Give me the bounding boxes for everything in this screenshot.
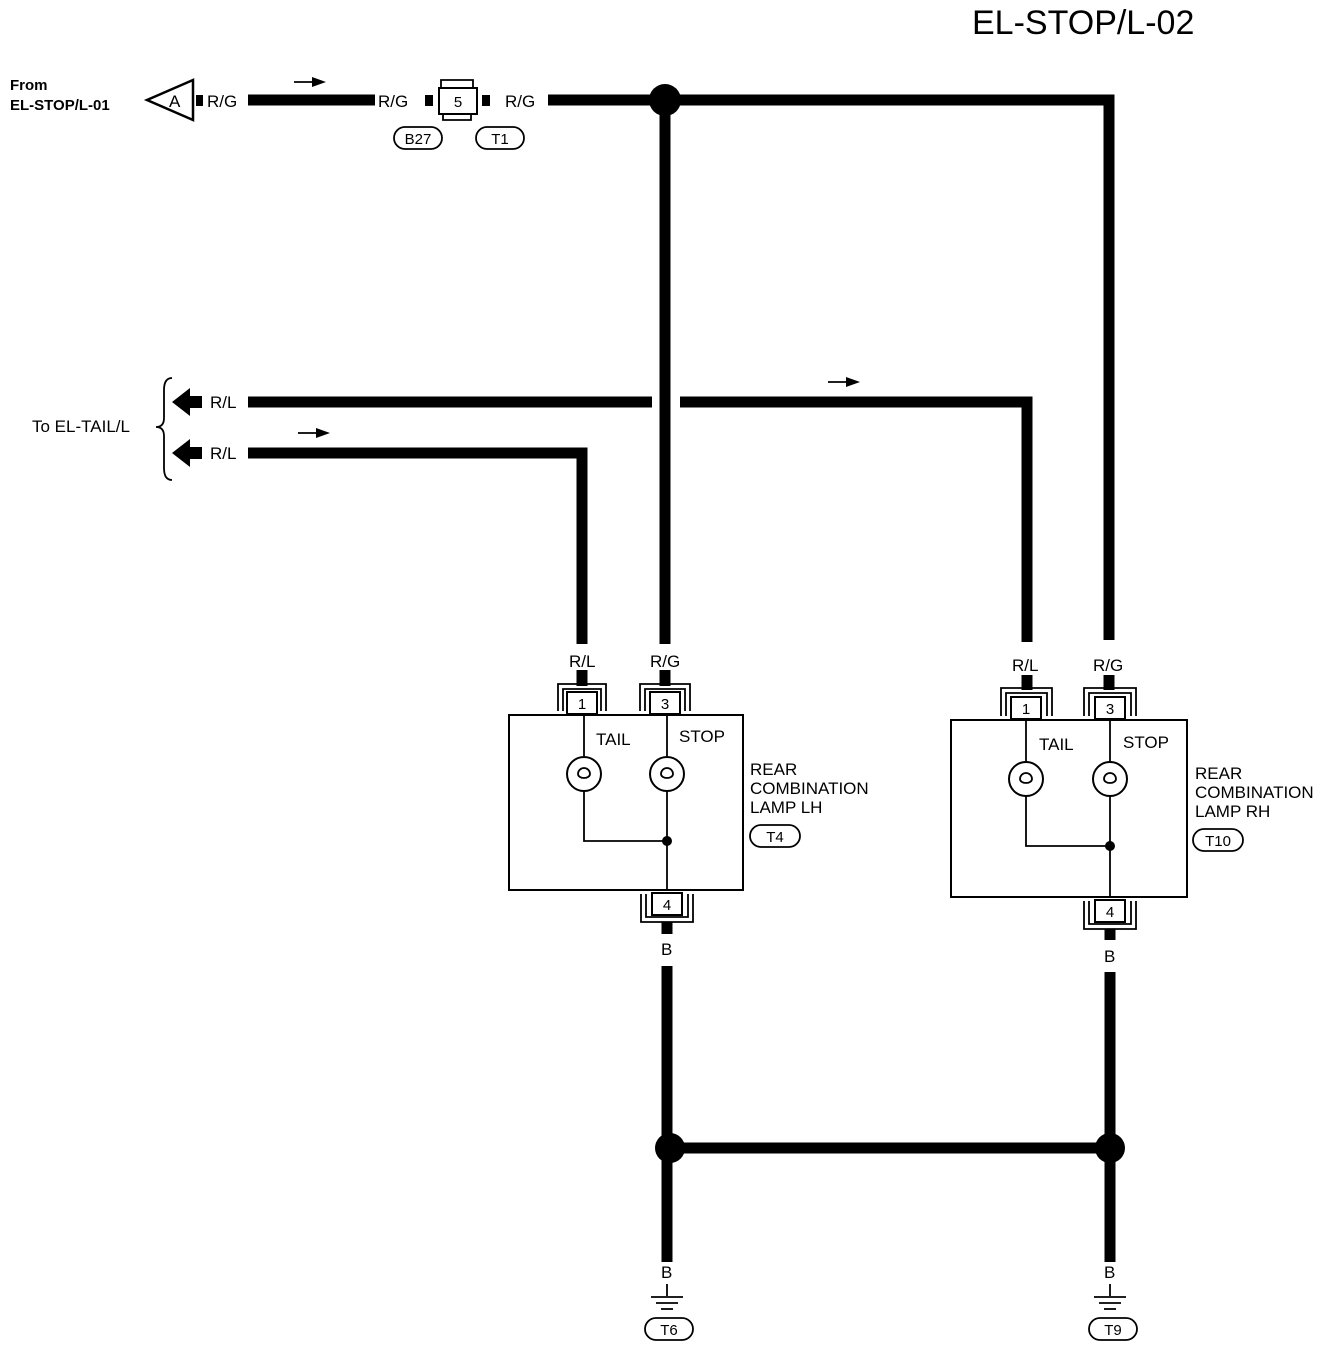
wire-color-rl-lh-pin1: R/L <box>569 652 595 671</box>
wire-color-b-ground-right: B <box>1104 1263 1115 1282</box>
tail-destination-label: To EL-TAIL/L <box>32 417 130 436</box>
lamp-lh-name-1: REAR <box>750 760 797 779</box>
ground-left-icon <box>651 1284 683 1310</box>
wire-color-rg-t1: R/G <box>505 92 535 111</box>
flow-arrow-icon <box>294 77 326 87</box>
wire-rg-to-rh <box>548 94 1115 640</box>
lamp-lh-connector-id-label: T4 <box>766 829 784 846</box>
rh-bulb-tail-label: TAIL <box>1039 735 1074 754</box>
joint-connector-pin: 5 <box>454 94 462 111</box>
wire-color-b-lh: B <box>661 940 672 959</box>
lamp-rh-connector-id-label: T10 <box>1205 833 1231 850</box>
rh-pin-1: 1 <box>1022 701 1030 718</box>
lh-pin-4: 4 <box>663 897 671 914</box>
wire-color-rg-rh-pin3: R/G <box>1093 656 1123 675</box>
tail-lh-feed-arrow-icon <box>172 439 202 467</box>
wire-color-rg-lh-pin3: R/G <box>650 652 680 671</box>
wire-color-rl-lh-feed: R/L <box>210 444 236 463</box>
connector-id-b27: B27 <box>393 126 443 150</box>
lamp-rh-name-1: REAR <box>1195 764 1242 783</box>
rh-pin-4: 4 <box>1106 904 1114 921</box>
lamp-rh-name-2: COMBINATION <box>1195 783 1314 802</box>
tail-rh-feed-arrow-icon <box>172 388 202 416</box>
lh-bulb-stop-label: STOP <box>679 727 725 746</box>
rh-tail-bulb-icon <box>1008 761 1044 797</box>
from-label: From <box>10 77 48 94</box>
ground-right-id-label: T9 <box>1104 1322 1122 1339</box>
flow-arrow-icon <box>298 428 330 438</box>
splice-ground-left <box>655 1133 685 1163</box>
lamp-rh-connector-id: T10 <box>1192 828 1244 852</box>
wire-color-b-ground-left: B <box>661 1263 672 1282</box>
page-title: EL-STOP/L-02 <box>972 4 1194 42</box>
from-reference: EL-STOP/L-01 <box>10 97 110 114</box>
wire-color-rl-rh-feed: R/L <box>210 393 236 412</box>
connector-id-b27-label: B27 <box>405 131 432 148</box>
lamp-lh-connector-id: T4 <box>749 824 801 848</box>
wire-color-rl-rh-pin1: R/L <box>1012 656 1038 675</box>
rh-pin-3: 3 <box>1106 701 1114 718</box>
lamp-lh-name-3: LAMP LH <box>750 798 822 817</box>
rh-stop-bulb-icon <box>1092 761 1128 797</box>
splice-ground-right <box>1095 1133 1125 1163</box>
wire-rl-feed-lh <box>248 447 588 644</box>
lh-pin-1: 1 <box>578 696 586 713</box>
lh-pin-3: 3 <box>661 696 669 713</box>
source-connector-a: A <box>143 78 203 122</box>
connector-id-t1-label: T1 <box>491 131 509 148</box>
wire-color-rg-source: R/G <box>207 92 237 111</box>
ground-left-id-label: T6 <box>660 1322 678 1339</box>
rh-bulb-stop-label: STOP <box>1123 733 1169 752</box>
flow-arrow-icon <box>828 377 860 387</box>
lamp-rh-name-3: LAMP RH <box>1195 802 1270 821</box>
lamp-lh-name-2: COMBINATION <box>750 779 869 798</box>
ground-right-icon <box>1094 1284 1126 1310</box>
wire-color-b-rh: B <box>1104 947 1115 966</box>
ground-right-id: T9 <box>1088 1317 1138 1341</box>
lh-stop-bulb-icon <box>649 756 685 792</box>
joint-connector-b27-t1: 5 <box>425 79 490 121</box>
connector-id-t1: T1 <box>475 126 525 150</box>
tail-destination-brace <box>155 377 173 481</box>
wire-color-rg-b27: R/G <box>378 92 408 111</box>
wire-rl-feed-rh-b <box>680 396 1033 642</box>
ground-left-id: T6 <box>644 1317 694 1341</box>
lh-bulb-tail-label: TAIL <box>596 730 631 749</box>
lh-tail-bulb-icon <box>566 756 602 792</box>
lamp-lh: 1 3 TAIL STOP 4 <box>508 683 744 923</box>
source-connector-letter: A <box>169 92 181 111</box>
lamp-rh: 1 3 TAIL STOP 4 <box>950 687 1188 930</box>
